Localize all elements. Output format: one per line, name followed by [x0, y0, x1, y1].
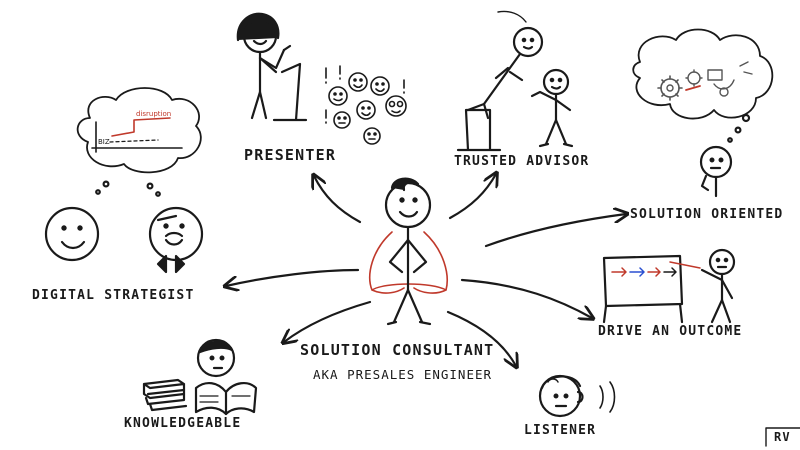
- digital-strategist-thought: BIZ disruption: [76, 87, 202, 197]
- label-knowledgeable: KNOWLEDGEABLE: [124, 416, 242, 431]
- signature-mark: [765, 427, 800, 447]
- arrow-to-solution-oriented: [484, 214, 626, 248]
- label-drive-outcome: DRIVE AN OUTCOME: [598, 324, 743, 339]
- arrow-to-listener: [446, 310, 516, 366]
- digital-strategist-faces: [44, 206, 204, 274]
- label-presenter: PRESENTER: [244, 146, 337, 164]
- label-listener: LISTENER: [524, 423, 597, 438]
- presenter-figure: [236, 12, 308, 122]
- label-presales-engineer: AKA PRESALES ENGINEER: [313, 367, 493, 382]
- trusted-advisor-figures: [456, 10, 574, 152]
- chart-label-biz: BIZ: [98, 138, 110, 146]
- arrow-to-drive-outcome: [460, 278, 592, 318]
- thought-cloud: [76, 87, 202, 174]
- arrow-to-knowledgeable: [284, 300, 372, 342]
- listener-face: [538, 374, 616, 418]
- consultant-hero-figure: [369, 177, 448, 326]
- audience-faces: [325, 65, 407, 145]
- solution-oriented-thought: [632, 28, 774, 198]
- thought-cloud: [632, 28, 774, 120]
- drive-outcome-board: [602, 248, 736, 324]
- label-digital-strategist: DIGITAL STRATEGIST: [32, 288, 195, 303]
- label-trusted-advisor: TRUSTED ADVISOR: [454, 154, 590, 169]
- label-solution-oriented: SOLUTION ORIENTED: [630, 207, 784, 222]
- arrow-to-presenter: [314, 176, 362, 224]
- connector-arrows: [226, 174, 626, 366]
- chart-label-disruption: disruption: [136, 110, 171, 118]
- arrow-to-digital-strategist: [226, 268, 360, 286]
- signature-initials: RV: [774, 430, 791, 444]
- label-solution-consultant: SOLUTION CONSULTANT: [300, 341, 495, 359]
- knowledgeable-reader: [142, 338, 258, 416]
- arrow-to-trusted-advisor: [448, 174, 496, 220]
